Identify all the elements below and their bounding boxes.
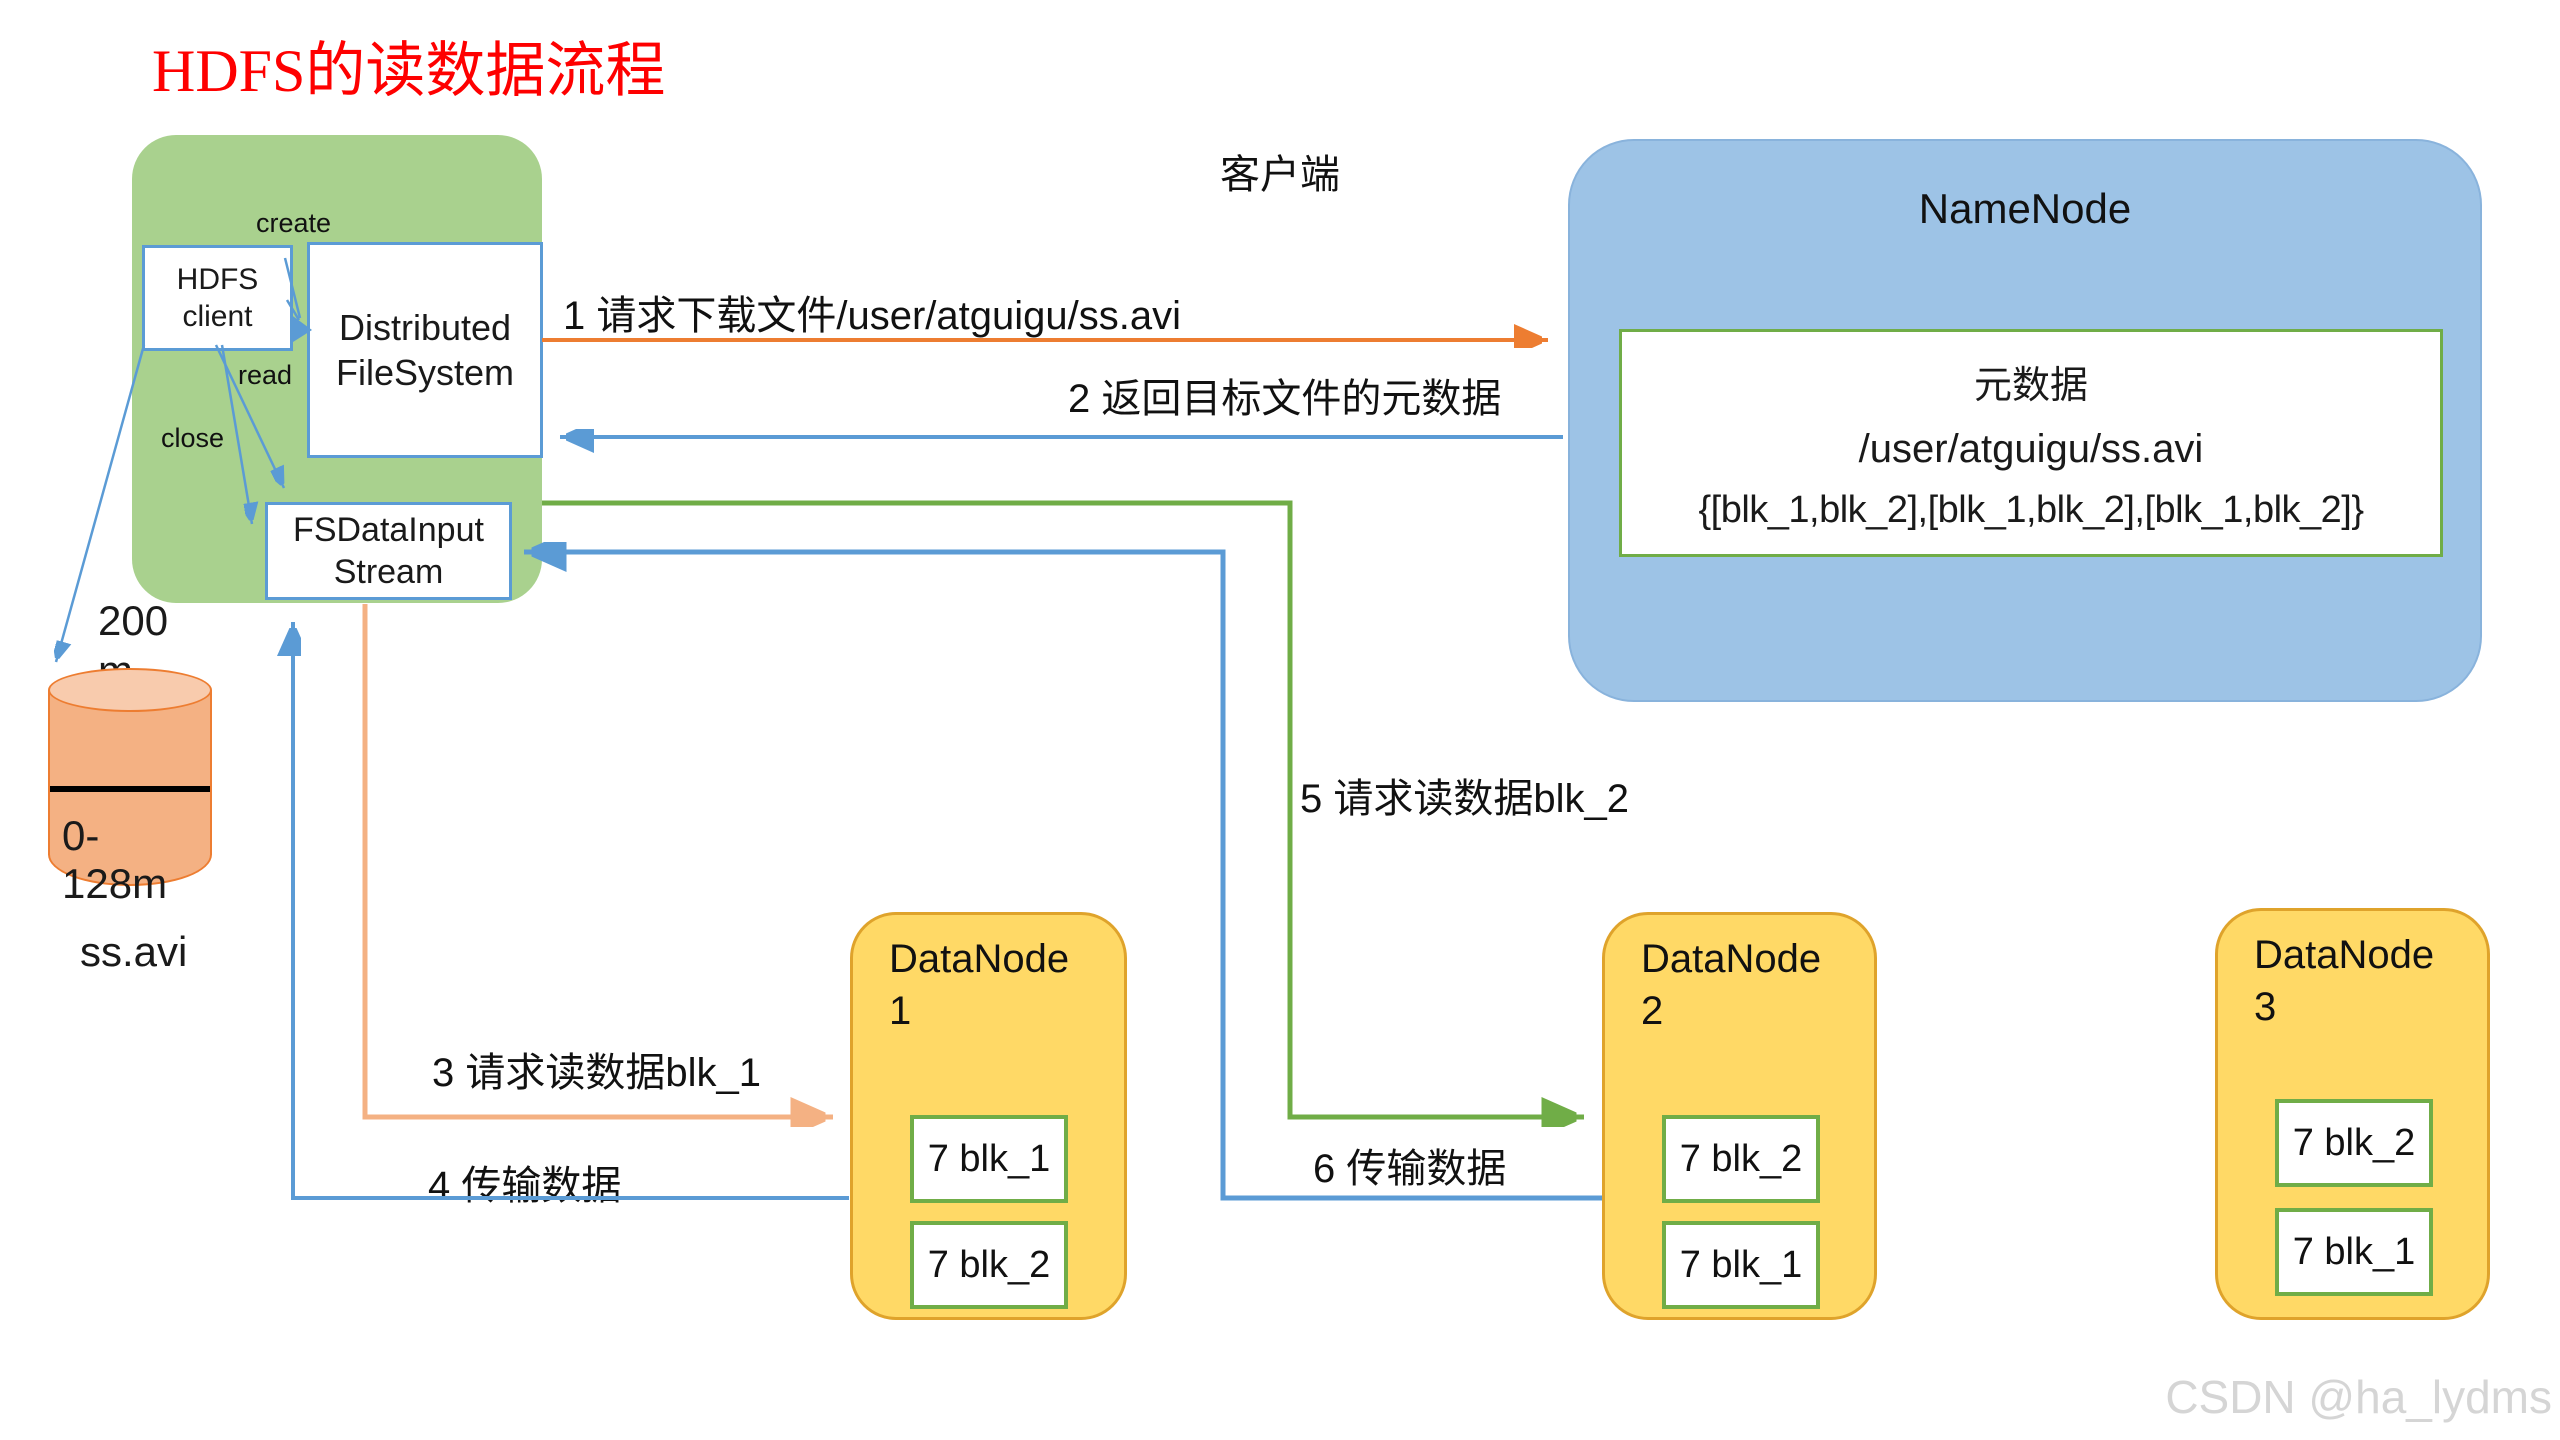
datanode-3-block-2: 7 blk_1 — [2275, 1208, 2433, 1296]
datanode-1-block-2: 7 blk_2 — [910, 1221, 1068, 1309]
page-title: HDFS的读数据流程 — [152, 38, 666, 104]
block-split-line — [50, 786, 210, 792]
step2-label: 2 返回目标文件的元数据 — [1068, 377, 1502, 421]
metadata-file-path: /user/atguigu/ss.avi — [1858, 426, 2204, 471]
metadata-block-list: {[blk_1,blk_2],[blk_1,blk_2],[blk_1,blk_… — [1698, 489, 2364, 532]
arrow-step4 — [293, 622, 849, 1200]
datanode-1-block-1: 7 blk_1 — [910, 1115, 1068, 1203]
close-label: close — [161, 423, 225, 453]
distributed-filesystem-box: Distributed FileSystem — [307, 242, 543, 458]
fsdatainputstream-box: FSDataInputStream — [265, 502, 512, 600]
datanode-2-title: DataNode 2 — [1641, 937, 1822, 1033]
client-title: 客户端 — [1220, 152, 1340, 197]
step6-label: 6 传输数据 — [1313, 1147, 1507, 1191]
step4-label: 4 传输数据 — [428, 1164, 622, 1208]
datanode-1-title: DataNode 1 — [889, 937, 1070, 1033]
datanode-3-block-1: 7 blk_2 — [2275, 1099, 2433, 1187]
metadata-box: 元数据 /user/atguigu/ss.avi {[blk_1,blk_2],… — [1619, 329, 2443, 557]
datanode-2-container: DataNode 2 7 blk_2 7 blk_1 — [1602, 912, 1877, 1320]
datanode-2-block-2: 7 blk_1 — [1662, 1221, 1820, 1309]
read-label: read — [238, 360, 293, 390]
namenode-container: NameNode 元数据 /user/atguigu/ss.avi {[blk_… — [1568, 139, 2482, 702]
namenode-title: NameNode — [1918, 185, 2132, 232]
file-name-label: ss.avi — [80, 928, 188, 975]
metadata-title: 元数据 — [1973, 364, 2088, 407]
datanode-2-block-1: 7 blk_2 — [1662, 1115, 1820, 1203]
create-label: create — [256, 208, 332, 238]
step3-label: 3 请求读数据blk_1 — [432, 1051, 761, 1095]
step5-label: 5 请求读数据blk_2 — [1300, 777, 1629, 821]
datanode-3-container: DataNode 3 7 blk_2 7 blk_1 — [2215, 908, 2490, 1320]
step1-label: 1 请求下载文件/user/atguigu/ss.avi — [563, 294, 1181, 338]
hdfs-client-box: HDFS client — [142, 245, 293, 351]
datanode-3-title: DataNode 3 — [2254, 933, 2435, 1029]
datanode-1-container: DataNode 1 7 blk_1 7 blk_2 — [850, 912, 1127, 1320]
file-cylinder-top — [48, 668, 212, 712]
watermark: CSDN @ha_lydms — [2165, 1371, 2552, 1423]
block-range-label: 0-128m — [62, 812, 168, 908]
